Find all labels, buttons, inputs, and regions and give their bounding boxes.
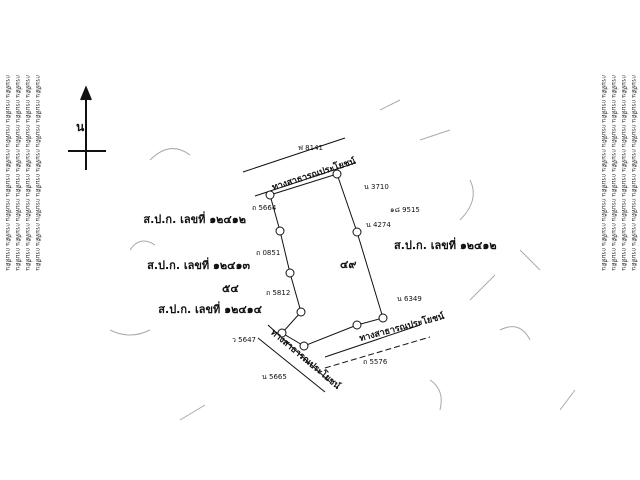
marker-label: ถ 5664 xyxy=(252,204,277,212)
neighbor-note: ๕๔ xyxy=(222,282,239,295)
boundary-marker xyxy=(299,341,309,351)
boundary-marker xyxy=(378,313,388,323)
marker-label: ว 5647 xyxy=(232,336,256,344)
watermark-line: กรมที่ดิน กรมที่ดิน กรมที่ดิน กรมที่ดิน … xyxy=(620,75,627,271)
boundary-marker xyxy=(332,169,342,179)
watermark-line: กรมที่ดิน กรมที่ดิน กรมที่ดิน กรมที่ดิน … xyxy=(24,75,31,271)
watermark-line: กรมที่ดิน กรมที่ดิน กรมที่ดิน กรมที่ดิน … xyxy=(14,75,21,271)
marker-label: ถ 5812 xyxy=(266,289,291,297)
parcel-boundary xyxy=(269,173,384,347)
boundary-marker xyxy=(277,328,287,338)
boundary-marker xyxy=(296,307,306,317)
neighbor-label-left-2: ส.ป.ก. เลขที่ ๑๒๔๑๓ xyxy=(147,259,250,272)
watermark-line: กรมที่ดิน กรมที่ดิน กรมที่ดิน กรมที่ดิน … xyxy=(630,75,637,271)
noise-marks xyxy=(109,99,576,421)
left-watermark-text: กรมที่ดิน กรมที่ดิน กรมที่ดิน กรมที่ดิน … xyxy=(2,75,42,395)
marker-label: ถ 5576 xyxy=(363,358,388,366)
boundary-marker xyxy=(275,226,285,236)
marker-label: ๑๘ 9515 xyxy=(390,206,420,214)
boundary-marker xyxy=(352,227,362,237)
parcel-number: ๔๙ xyxy=(340,258,357,271)
neighbor-label-left-3: ส.ป.ก. เลขที่ ๑๒๔๑๔ xyxy=(158,303,262,316)
watermark-line: กรมที่ดิน กรมที่ดิน กรมที่ดิน กรมที่ดิน … xyxy=(34,75,41,271)
right-watermark-text: กรมที่ดิน กรมที่ดิน กรมที่ดิน กรมที่ดิน … xyxy=(598,75,638,395)
watermark-line: กรมที่ดิน กรมที่ดิน กรมที่ดิน กรมที่ดิน … xyxy=(600,75,607,271)
marker-label: น 3710 xyxy=(364,183,389,191)
neighbor-label-right: ส.ป.ก. เลขที่ ๑๒๔๑๒ xyxy=(394,239,497,252)
watermark-line: กรมที่ดิน กรมที่ดิน กรมที่ดิน กรมที่ดิน … xyxy=(610,75,617,271)
marker-label: ฟ 8141 xyxy=(298,144,323,152)
north-label: น xyxy=(76,120,85,134)
neighbor-label-left-1: ส.ป.ก. เลขที่ ๑๒๔๑๒ xyxy=(143,213,246,226)
watermark-line: กรมที่ดิน กรมที่ดิน กรมที่ดิน กรมที่ดิน … xyxy=(4,75,11,271)
boundary-marker xyxy=(285,268,295,278)
marker-label: น 4274 xyxy=(366,221,391,229)
marker-label: ถ 0851 xyxy=(256,249,281,257)
marker-label: น 5665 xyxy=(262,373,287,381)
marker-label: น 6349 xyxy=(397,295,422,303)
north-arrow-icon xyxy=(68,85,106,170)
boundary-markers xyxy=(265,169,388,351)
boundary-marker xyxy=(352,320,362,330)
boundary-marker xyxy=(265,190,275,200)
